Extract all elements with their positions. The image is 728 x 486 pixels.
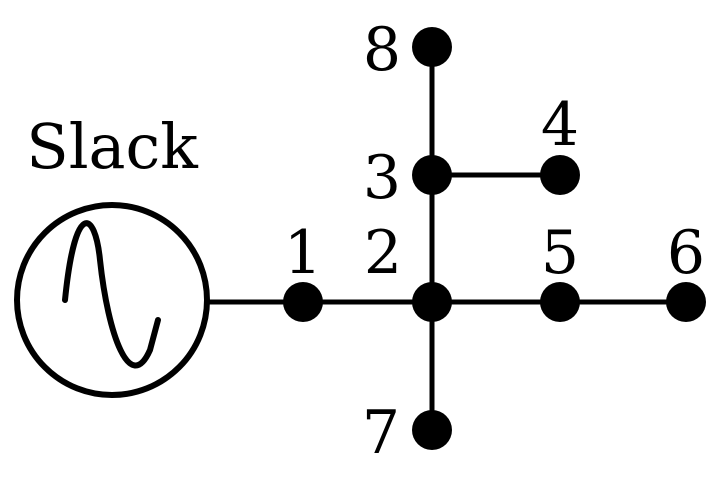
bus-node-6 (666, 282, 706, 322)
bus-node-3 (412, 155, 452, 195)
bus-node-7 (412, 410, 452, 450)
bus-node-5 (540, 282, 580, 322)
bus-node-1 (283, 282, 323, 322)
bus-label-5: 5 (541, 218, 579, 288)
bus-node-4 (540, 155, 580, 195)
ac-source-icon (14, 202, 210, 398)
bus-node-2 (412, 282, 452, 322)
slack-label: Slack (26, 110, 198, 183)
bus-label-6: 6 (667, 218, 705, 288)
bus-label-1: 1 (284, 218, 322, 288)
bus-label-2: 2 (364, 218, 402, 288)
bus-label-8: 8 (363, 15, 401, 85)
bus-label-7: 7 (362, 398, 400, 468)
bus-node-8 (412, 27, 452, 67)
bus-label-4: 4 (541, 90, 579, 160)
bus-label-3: 3 (363, 143, 401, 213)
